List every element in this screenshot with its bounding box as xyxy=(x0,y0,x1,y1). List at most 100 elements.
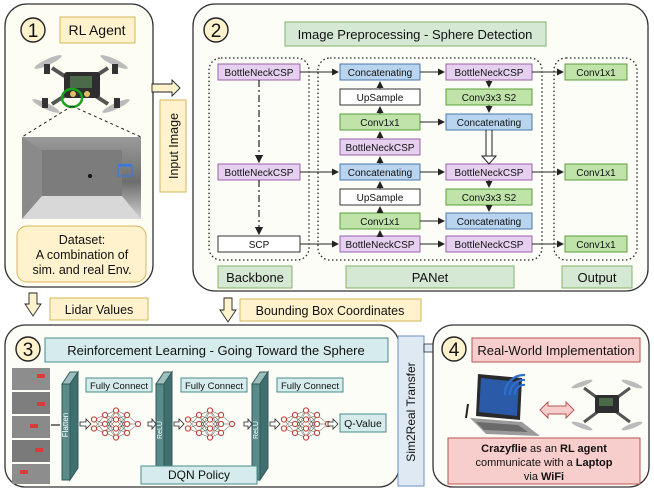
caption-line-2: communicate with a Laptop xyxy=(476,457,613,469)
panet-col1-concatenating-2: Concatenating xyxy=(339,163,421,181)
relu-label-1: ReLU xyxy=(157,421,164,439)
bbox-label: Bounding Box Coordinates xyxy=(256,304,405,318)
drone-image xyxy=(32,55,130,113)
panel-2-number-badge xyxy=(203,17,229,43)
panet-col2-conv3x3-2: Conv3x3 S2 xyxy=(445,188,533,206)
fc-label-3: Fully Connect xyxy=(281,381,339,392)
panet-col1-upsample-1: UpSample xyxy=(339,88,421,106)
input-image-arrow xyxy=(151,78,181,98)
sensor-highlight-circle xyxy=(60,87,84,109)
panet-col2-bottleneck-3: BottleNeckCSP xyxy=(445,235,533,253)
output-conv1x1-1: Conv1x1 xyxy=(564,63,628,81)
svg-text:BottleNeckCSP: BottleNeckCSP xyxy=(225,68,294,79)
fc-label-1: Fully Connect xyxy=(90,381,148,392)
dataset-line-2: A combination of xyxy=(36,248,129,262)
sphere-detection-title-box xyxy=(284,21,547,47)
output-section xyxy=(553,57,638,261)
caption-line-3: via WiFi xyxy=(524,471,564,483)
caption-line-1: Crazyflie as an RL agent xyxy=(481,443,607,455)
backbone-block-scp: SCP xyxy=(217,235,301,253)
backbone-label: Backbone xyxy=(226,270,284,285)
panet-col2-bottleneck-2: BottleNeckCSP xyxy=(445,163,533,181)
dataset-line-1: Dataset: xyxy=(59,233,106,247)
svg-text:BottleNeckCSP: BottleNeckCSP xyxy=(346,143,415,154)
relu-layer-2-side xyxy=(259,370,269,482)
bbox-label-box xyxy=(239,298,422,322)
panel-2-number: 2 xyxy=(211,21,222,42)
panet-col2-concatenating-2: Concatenating xyxy=(445,212,533,230)
output-conv1x1-2: Conv1x1 xyxy=(564,163,628,181)
zoom-line-right xyxy=(71,105,142,138)
bbox-arrow xyxy=(219,297,237,323)
svg-text:Concatenating: Concatenating xyxy=(457,118,522,129)
flatten-layer xyxy=(61,383,71,481)
output-label-box xyxy=(561,265,633,289)
bidirectional-arrow-icon xyxy=(539,400,575,420)
svg-text:BottleNeckCSP: BottleNeckCSP xyxy=(225,168,294,179)
backbone-label-box xyxy=(217,265,293,289)
q-value-label: Q-Value xyxy=(344,418,382,430)
svg-text:Concatenating: Concatenating xyxy=(457,217,522,228)
panet-col1-bottleneck-2: BottleNeckCSP xyxy=(339,235,421,253)
wifi-icon xyxy=(503,373,526,396)
svg-text:BottleNeckCSP: BottleNeckCSP xyxy=(455,168,524,179)
svg-text:Conv1x1: Conv1x1 xyxy=(576,240,616,251)
svg-text:Concatenating: Concatenating xyxy=(348,68,413,79)
sim2real-box xyxy=(397,335,425,487)
panet-col1-conv1x1-1: Conv1x1 xyxy=(339,113,421,131)
stage-arrows xyxy=(79,417,339,431)
q-value-box xyxy=(339,413,387,433)
fc-label-box-3 xyxy=(276,377,344,393)
lidar-label: Lidar Values xyxy=(65,303,134,317)
panel-4-number: 4 xyxy=(449,340,460,361)
fc-label-box-2 xyxy=(180,377,248,393)
panel-sphere-detection: 2 Image Preprocessing - Sphere Detection… xyxy=(192,3,649,292)
panet-section xyxy=(317,57,543,261)
camera-view-image xyxy=(22,137,141,219)
svg-text:Conv3x3 S2: Conv3x3 S2 xyxy=(462,193,517,204)
fc-network-1 xyxy=(90,407,142,441)
panel-4-number-badge xyxy=(441,336,467,362)
observation-frames xyxy=(12,368,50,484)
panel-3-number: 3 xyxy=(23,340,34,361)
panel-1-number-badge xyxy=(20,17,46,43)
real-world-caption-box xyxy=(447,437,641,485)
panet-col2-conv3x3-1: Conv3x3 S2 xyxy=(445,88,533,106)
rl-agent-title: RL Agent xyxy=(68,22,125,38)
sphere-detection-title: Image Preprocessing - Sphere Detection xyxy=(298,27,533,42)
lidar-arrow xyxy=(24,292,42,317)
real-world-title-box xyxy=(471,337,641,363)
lidar-label-box xyxy=(49,297,149,321)
svg-text:Concatenating: Concatenating xyxy=(348,168,413,179)
svg-text:UpSample: UpSample xyxy=(357,93,404,104)
panet-col1-bottleneck-1: BottleNeckCSP xyxy=(339,138,421,156)
zoom-line-left xyxy=(21,105,73,138)
panel-3-number-badge xyxy=(15,336,41,362)
relu-label-2: ReLU xyxy=(253,421,260,439)
svg-text:Conv1x1: Conv1x1 xyxy=(360,217,400,228)
svg-text:SCP: SCP xyxy=(249,240,270,251)
fc-network-3 xyxy=(280,407,332,441)
dataset-line-3: sim. and real Env. xyxy=(32,263,131,277)
dqn-policy-box xyxy=(140,465,258,485)
panet-col1-conv1x1-2: Conv1x1 xyxy=(339,212,421,230)
relu-layer-1-side xyxy=(163,370,173,482)
fc-label-box-1 xyxy=(85,377,153,393)
panet-col1-upsample-2: UpSample xyxy=(339,188,421,206)
svg-text:BottleNeckCSP: BottleNeckCSP xyxy=(455,68,524,79)
backbone-block-2: BottleNeckCSP xyxy=(217,163,301,181)
rl-agent-title-box xyxy=(59,16,136,44)
svg-text:UpSample: UpSample xyxy=(357,193,404,204)
fully-connected-networks xyxy=(90,407,332,441)
flatten-label: Flatten xyxy=(61,413,70,437)
fc-label-2: Fully Connect xyxy=(185,381,243,392)
rl-title-box xyxy=(44,337,389,363)
panel-reinforcement-learning: 3 Reinforcement Learning - Going Toward … xyxy=(4,324,400,488)
svg-text:BottleNeckCSP: BottleNeckCSP xyxy=(455,240,524,251)
panet-col2-concatenating-1: Concatenating xyxy=(445,113,533,131)
svg-text:Conv1x1: Conv1x1 xyxy=(360,118,400,129)
svg-text:BottleNeckCSP: BottleNeckCSP xyxy=(346,240,415,251)
fc-network-2 xyxy=(184,407,236,441)
